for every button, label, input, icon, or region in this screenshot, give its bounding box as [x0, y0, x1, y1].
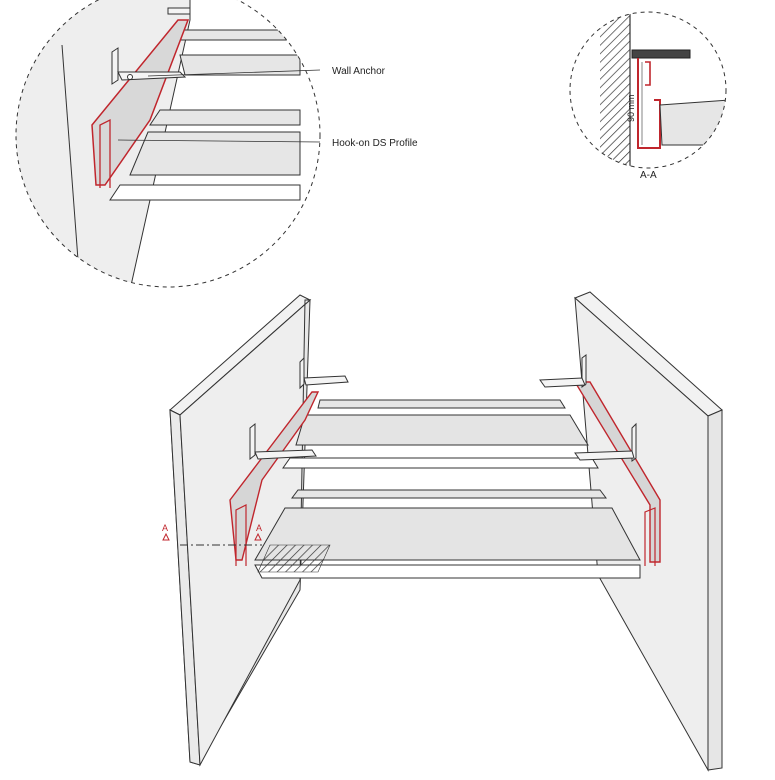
section-title: A-A	[640, 170, 657, 181]
wall-anchor-left-upper	[299, 356, 349, 390]
ceiling-panel-4	[291, 489, 607, 499]
detail-top-anchor	[167, 7, 191, 15]
wall-anchor-right-lower	[574, 422, 637, 462]
wall-anchor-right-upper	[539, 354, 587, 388]
detail-callout: Wall Anchor Hook-on DS Profile	[15, 0, 418, 288]
ceiling-panel-3	[282, 457, 599, 469]
ceiling-panel-front	[254, 564, 641, 579]
hook-on-profile-leader	[117, 139, 321, 143]
section-callout: 90 mm A-A	[569, 11, 727, 181]
cut-hatch-area	[257, 544, 331, 573]
detail-panel	[174, 29, 301, 41]
detail-circle-outline	[15, 0, 321, 288]
ceiling-panel-5	[254, 507, 641, 561]
cut-arrow-left	[162, 532, 170, 541]
detail-panel	[149, 109, 301, 126]
cut-marker-right: A	[256, 523, 262, 533]
cut-arrow-right	[254, 532, 262, 541]
detail-panel	[129, 131, 301, 176]
main-assembly: A A	[162, 291, 723, 772]
section-circle-outline	[569, 11, 727, 169]
section-top-panel	[631, 49, 691, 59]
section-profile	[637, 58, 661, 149]
detail-panel	[109, 184, 301, 201]
wall-anchor-leader	[147, 69, 321, 77]
wall-anchor-label: Wall Anchor	[332, 66, 386, 77]
hook-on-profile-label: Hook-on DS Profile	[332, 138, 418, 149]
left-hook-on-profile	[229, 391, 320, 566]
ceiling-panel-2	[295, 414, 589, 446]
wall-anchor-left-lower	[249, 422, 317, 461]
cut-marker-left: A	[162, 523, 168, 533]
ceiling-panel-1	[317, 399, 566, 409]
section-dimension-text: 90 mm	[626, 94, 636, 122]
right-hook-on-profile	[573, 381, 661, 566]
section-wall-hatch	[600, 12, 630, 168]
section-lower-panel	[659, 99, 726, 146]
detail-hook-on-profile	[91, 19, 190, 186]
detail-panel	[179, 54, 301, 76]
